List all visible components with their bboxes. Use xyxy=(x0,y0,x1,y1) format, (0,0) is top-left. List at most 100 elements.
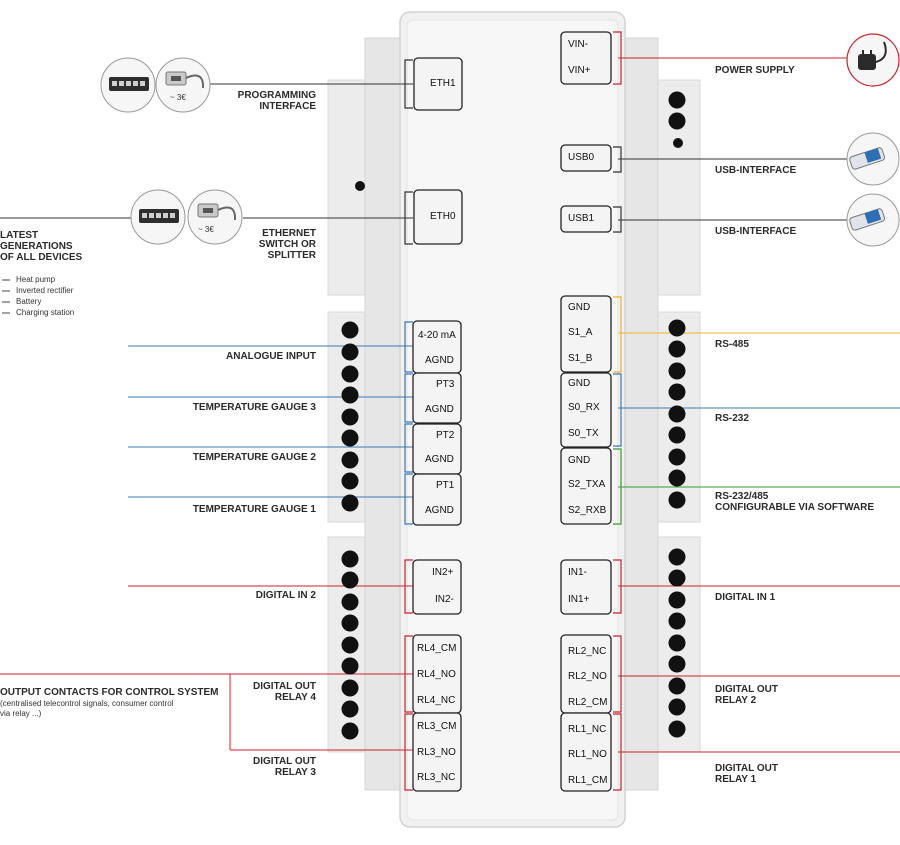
terminal-label: RL1_CM xyxy=(568,775,608,786)
terminal-label: PT3 xyxy=(436,379,455,390)
terminal-label: RL3_CM xyxy=(417,721,457,732)
screw-terminal-dot xyxy=(668,612,686,630)
screw-terminal-dot xyxy=(341,593,359,611)
device-list-item: Inverted rectifier xyxy=(16,286,74,295)
device-list-item: Heat pump xyxy=(16,275,56,284)
label-power-supply: POWER SUPPLY xyxy=(715,65,795,76)
power-adapter-device xyxy=(846,33,900,87)
connection-lines xyxy=(0,57,900,753)
screw-terminal-dot xyxy=(668,720,686,738)
port-vin-plus: VIN+ xyxy=(568,65,591,76)
screw-terminal-dot xyxy=(341,386,359,404)
label-digital-in-2: DIGITAL IN 2 xyxy=(255,590,316,601)
screw-terminal-dot xyxy=(668,91,686,109)
terminal-label: S2_TXA xyxy=(568,479,606,490)
screw-terminal-dot xyxy=(341,571,359,589)
terminal-label: 4-20 mA xyxy=(418,330,456,341)
label-output-description: (centralised telecontrol signals, consum… xyxy=(0,699,174,718)
price-label-top: ~ 3€ xyxy=(170,93,186,102)
terminal-label: S2_RXB xyxy=(568,505,607,516)
port-vin-minus: VIN- xyxy=(568,39,588,50)
switch-device-bottom xyxy=(130,189,186,245)
terminal-label: S0_TX xyxy=(568,428,599,439)
port-usb1: USB1 xyxy=(568,213,595,224)
screw-terminal-dot xyxy=(341,700,359,718)
screw-terminal-dot xyxy=(668,448,686,466)
label-temperature-gauge-2: TEMPERATURE GAUGE 2 xyxy=(192,452,316,463)
screw-terminals xyxy=(341,91,686,740)
screw-terminal-dot xyxy=(341,614,359,632)
terminal-label: RL2_NC xyxy=(568,646,607,657)
label-analogue-input: ANALOGUE INPUT xyxy=(226,351,316,362)
terminal-label: IN1- xyxy=(568,567,587,578)
screw-terminal-dot xyxy=(341,679,359,697)
screw-terminal-dot xyxy=(668,634,686,652)
device-list-item: Charging station xyxy=(16,308,75,317)
label-rs-232: RS-232 xyxy=(715,413,749,424)
terminal-label: RL1_NO xyxy=(568,749,607,760)
terminal-label: RL4_NO xyxy=(417,669,456,680)
screw-terminal-dot xyxy=(668,677,686,695)
price-label-bottom: ~ 3€ xyxy=(198,225,214,234)
screw-terminal-dot xyxy=(668,340,686,358)
terminal-label: RL4_NC xyxy=(417,695,456,706)
terminal-label: AGND xyxy=(425,505,454,516)
screw-terminal-dot xyxy=(341,343,359,361)
label-output-contacts: OUTPUT CONTACTS FOR CONTROL SYSTEM xyxy=(0,687,219,698)
screw-terminal-dot xyxy=(341,550,359,568)
terminal-label: AGND xyxy=(425,454,454,465)
terminal-label: PT1 xyxy=(436,480,455,491)
screw-terminal-dot xyxy=(668,469,686,487)
device-list-bullets xyxy=(2,279,10,314)
screw-terminal-dot xyxy=(341,365,359,383)
terminal-frames xyxy=(412,295,612,792)
splitter-device-top xyxy=(155,57,211,113)
terminal-label: S1_B xyxy=(568,353,593,364)
terminal-label: IN1+ xyxy=(568,594,590,605)
screw-terminal-dot xyxy=(668,383,686,401)
screw-terminal-dot xyxy=(668,548,686,566)
port-usb0: USB0 xyxy=(568,152,595,163)
terminal-label: RL2_NO xyxy=(568,671,607,682)
splitter-device-bottom xyxy=(187,189,243,245)
screw-terminal-dot xyxy=(341,451,359,469)
housing-screw-dot xyxy=(355,181,365,191)
terminal-label: S1_A xyxy=(568,327,593,338)
bracket-groups xyxy=(404,31,622,791)
terminal-label: IN2- xyxy=(435,594,454,605)
screw-terminal-dot xyxy=(668,491,686,509)
housing-screw-dot xyxy=(673,138,683,148)
screw-terminal-dot xyxy=(668,569,686,587)
screw-terminal-dot xyxy=(341,321,359,339)
label-digital-in-1: DIGITAL IN 1 xyxy=(715,592,776,603)
screw-terminal-dot xyxy=(341,494,359,512)
device-list-item: Battery xyxy=(16,297,42,306)
screw-terminal-dot xyxy=(668,362,686,380)
port-frames xyxy=(413,31,612,245)
terminal-label: RL4_CM xyxy=(417,643,457,654)
port-eth1: ETH1 xyxy=(430,78,456,89)
screw-terminal-dot xyxy=(668,319,686,337)
terminal-label: GND xyxy=(568,455,591,466)
terminal-label: AGND xyxy=(425,355,454,366)
terminal-label: RL2_CM xyxy=(568,697,608,708)
terminal-label: RL3_NO xyxy=(417,747,456,758)
screw-terminal-dot xyxy=(668,698,686,716)
screw-terminal-dot xyxy=(341,472,359,490)
screw-terminal-dot xyxy=(668,112,686,130)
screw-terminal-dot xyxy=(341,657,359,675)
screw-terminal-dot xyxy=(668,655,686,673)
port-eth0: ETH0 xyxy=(430,211,456,222)
terminal-label: GND xyxy=(568,378,591,389)
screw-terminal-dot xyxy=(668,426,686,444)
switch-device-top xyxy=(100,57,156,113)
